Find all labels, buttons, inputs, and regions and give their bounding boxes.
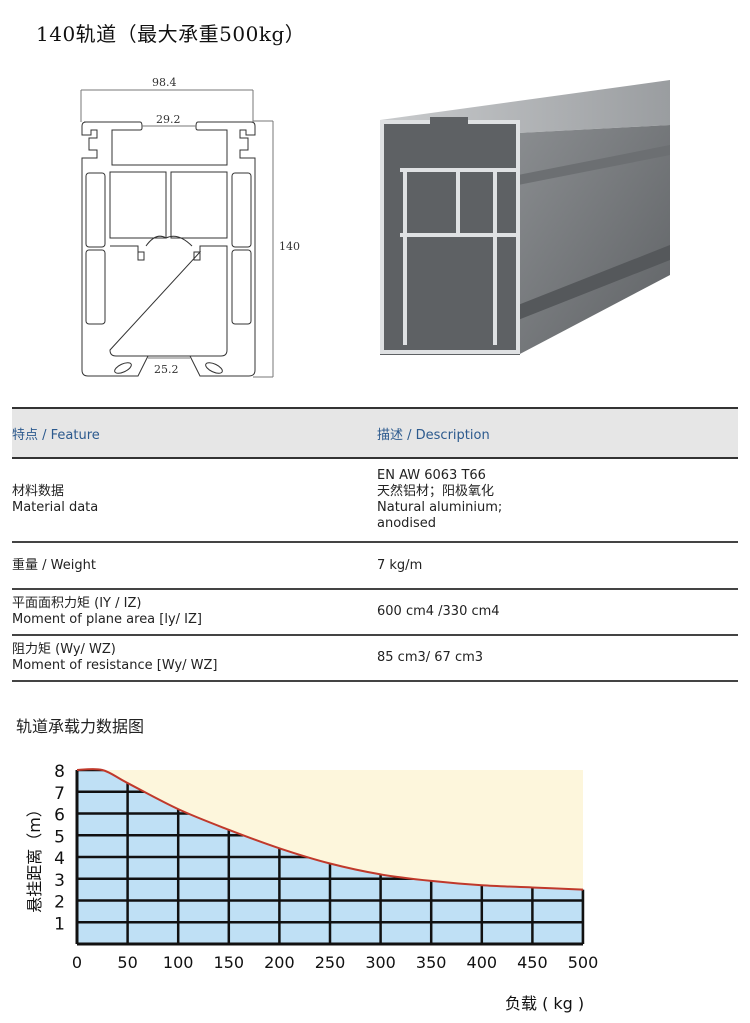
x-tick-label: 150 bbox=[214, 953, 245, 972]
y-tick-label: 4 bbox=[54, 849, 65, 869]
table-header-row: 特点 / Feature 描述 / Description bbox=[12, 407, 738, 459]
y-tick-label: 8 bbox=[54, 762, 65, 782]
header-feature: 特点 / Feature bbox=[12, 407, 375, 459]
x-tick-label: 250 bbox=[315, 953, 346, 972]
dim-overall-width: 98.4 bbox=[152, 76, 177, 89]
feature-cell: 阻力矩 (Wy/ WZ) Moment of resistance [Wy/ W… bbox=[12, 635, 375, 682]
header-description: 描述 / Description bbox=[375, 407, 738, 459]
description-cell: 600 cm4 /330 cm4 bbox=[375, 589, 738, 636]
x-tick-label: 300 bbox=[365, 953, 396, 972]
chart-title: 轨道承载力数据图 bbox=[16, 717, 145, 736]
x-axis-label: 负载 ( kg ) bbox=[505, 994, 585, 1013]
feature-cell: 平面面积力矩 (IY / IZ) Moment of plane area [l… bbox=[12, 589, 375, 636]
page-title: 140轨道（最大承重500kg） bbox=[36, 22, 306, 46]
x-tick-label: 100 bbox=[163, 953, 194, 972]
y-tick-label: 7 bbox=[54, 784, 65, 804]
table-row: 平面面积力矩 (IY / IZ) Moment of plane area [l… bbox=[12, 589, 738, 636]
dim-bottom-slot: 25.2 bbox=[154, 363, 179, 376]
x-tick-label: 500 bbox=[568, 953, 599, 972]
dim-height: 140 bbox=[279, 240, 300, 253]
spec-table: 特点 / Feature 描述 / Description 材料数据 Mater… bbox=[12, 407, 738, 682]
x-tick-label: 350 bbox=[416, 953, 447, 972]
x-tick-label: 450 bbox=[517, 953, 548, 972]
x-tick-label: 50 bbox=[117, 953, 137, 972]
profile-3d-image bbox=[380, 80, 670, 355]
y-axis-label: 悬挂距离（m） bbox=[25, 801, 44, 913]
description-cell: 85 cm3/ 67 cm3 bbox=[375, 635, 738, 682]
description-cell: 7 kg/m bbox=[375, 542, 738, 590]
y-tick-label: 6 bbox=[54, 806, 65, 826]
table-row: 材料数据 Material data EN AW 6063 T66 天然铝材；阳… bbox=[12, 458, 738, 543]
feature-cell: 重量 / Weight bbox=[12, 542, 375, 590]
table-row: 重量 / Weight 7 kg/m bbox=[12, 542, 738, 590]
profile-cross-section-drawing: 98.4 29.2 140 25.2 bbox=[80, 76, 300, 378]
dim-top-slot: 29.2 bbox=[156, 113, 181, 126]
x-tick-label: 0 bbox=[72, 953, 82, 972]
y-tick-label: 2 bbox=[54, 893, 65, 913]
y-tick-label: 3 bbox=[54, 871, 65, 891]
y-tick-label: 5 bbox=[54, 827, 65, 847]
table-row: 阻力矩 (Wy/ WZ) Moment of resistance [Wy/ W… bbox=[12, 635, 738, 682]
capacity-curve bbox=[76, 768, 584, 891]
y-tick-label: 1 bbox=[54, 914, 65, 934]
x-tick-label: 200 bbox=[264, 953, 295, 972]
feature-cell: 材料数据 Material data bbox=[12, 458, 375, 543]
x-tick-label: 400 bbox=[467, 953, 498, 972]
description-cell: EN AW 6063 T66 天然铝材；阳极氧化 Natural alumini… bbox=[375, 458, 738, 543]
